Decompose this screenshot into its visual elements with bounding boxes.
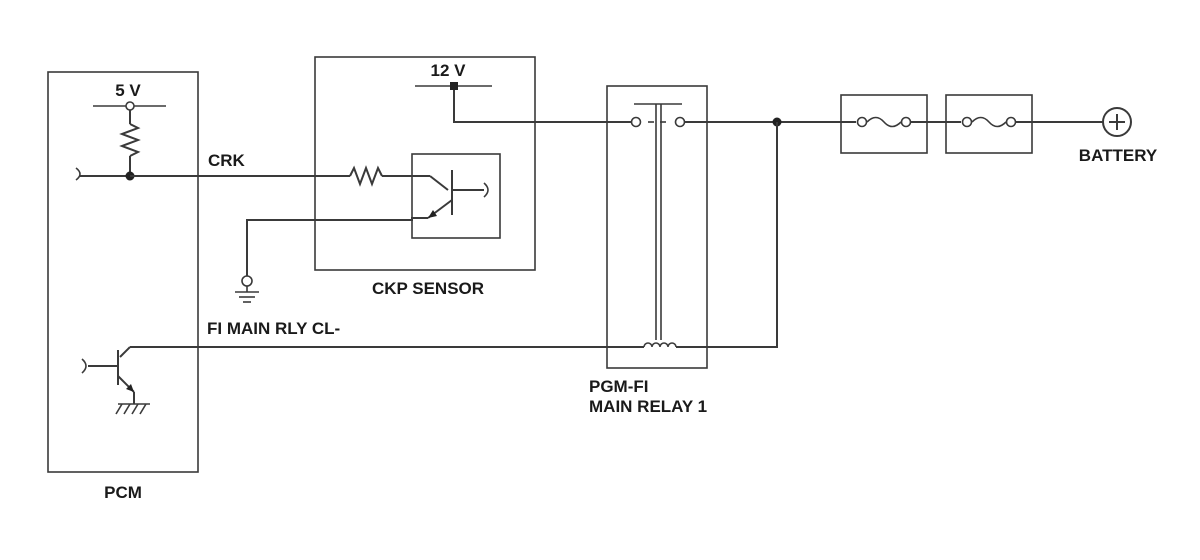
- ckp-sensor-box: [314, 56, 536, 271]
- relay-coil: [643, 342, 677, 348]
- ckp-transistor-box: [411, 153, 501, 239]
- pcm-chassis-hatch-2: [123, 403, 131, 415]
- relay-output-wire: [453, 90, 632, 123]
- coil-feed-wire: [676, 122, 778, 348]
- fuse-2-box: [945, 94, 1033, 154]
- fuse-1-terminal-right: [900, 116, 912, 128]
- relay-box: [606, 85, 708, 369]
- ckp-sensor-label: CKP SENSOR: [372, 279, 484, 298]
- ckp-transistor-collector: [429, 175, 449, 191]
- relay-label-line2: MAIN RELAY 1: [589, 397, 707, 416]
- ckp-signal-symbol: [483, 182, 489, 198]
- pcm-5v-terminal: [125, 101, 135, 111]
- ckp-ground-wire: [246, 217, 428, 276]
- crk-label: CRK: [208, 151, 246, 170]
- fuse-2-element: [971, 116, 1007, 128]
- pcm-chassis-hatch-1: [115, 403, 123, 415]
- fuse-1-box: [840, 94, 928, 154]
- pcm-5v-label: 5 V: [115, 81, 141, 100]
- pcm-driver-arrow: [126, 384, 134, 392]
- relay-contact-left: [630, 116, 642, 128]
- relay-contact-right: [674, 116, 686, 128]
- fuse-2-terminal-left: [961, 116, 973, 128]
- pcm-driver-collector: [119, 346, 131, 358]
- battery-label: BATTERY: [1079, 146, 1158, 165]
- pcm-driver-input-symbol: [81, 358, 87, 374]
- fuse-1-terminal-left: [856, 116, 868, 128]
- ckp-12v-label: 12 V: [431, 61, 467, 80]
- relay-label-line1: PGM-FI: [589, 377, 649, 396]
- ckp-transistor-arrow: [428, 210, 437, 218]
- pcm-chassis-hatch-4: [139, 403, 147, 415]
- pcm-pullup-resistor: [119, 123, 141, 157]
- pcm-crk-input-symbol: [75, 167, 81, 181]
- fi-main-rly-label: FI MAIN RLY CL-: [207, 319, 340, 338]
- fuse-1-element: [866, 116, 902, 128]
- pcm-chassis-hatch-3: [131, 403, 139, 415]
- ground-terminal: [241, 275, 253, 287]
- ckp-series-resistor: [349, 165, 383, 187]
- ckp-12v-terminal: [450, 82, 458, 90]
- pcm-box: [47, 71, 199, 473]
- fuse-2-terminal-right: [1005, 116, 1017, 128]
- pcm-label: PCM: [104, 483, 142, 502]
